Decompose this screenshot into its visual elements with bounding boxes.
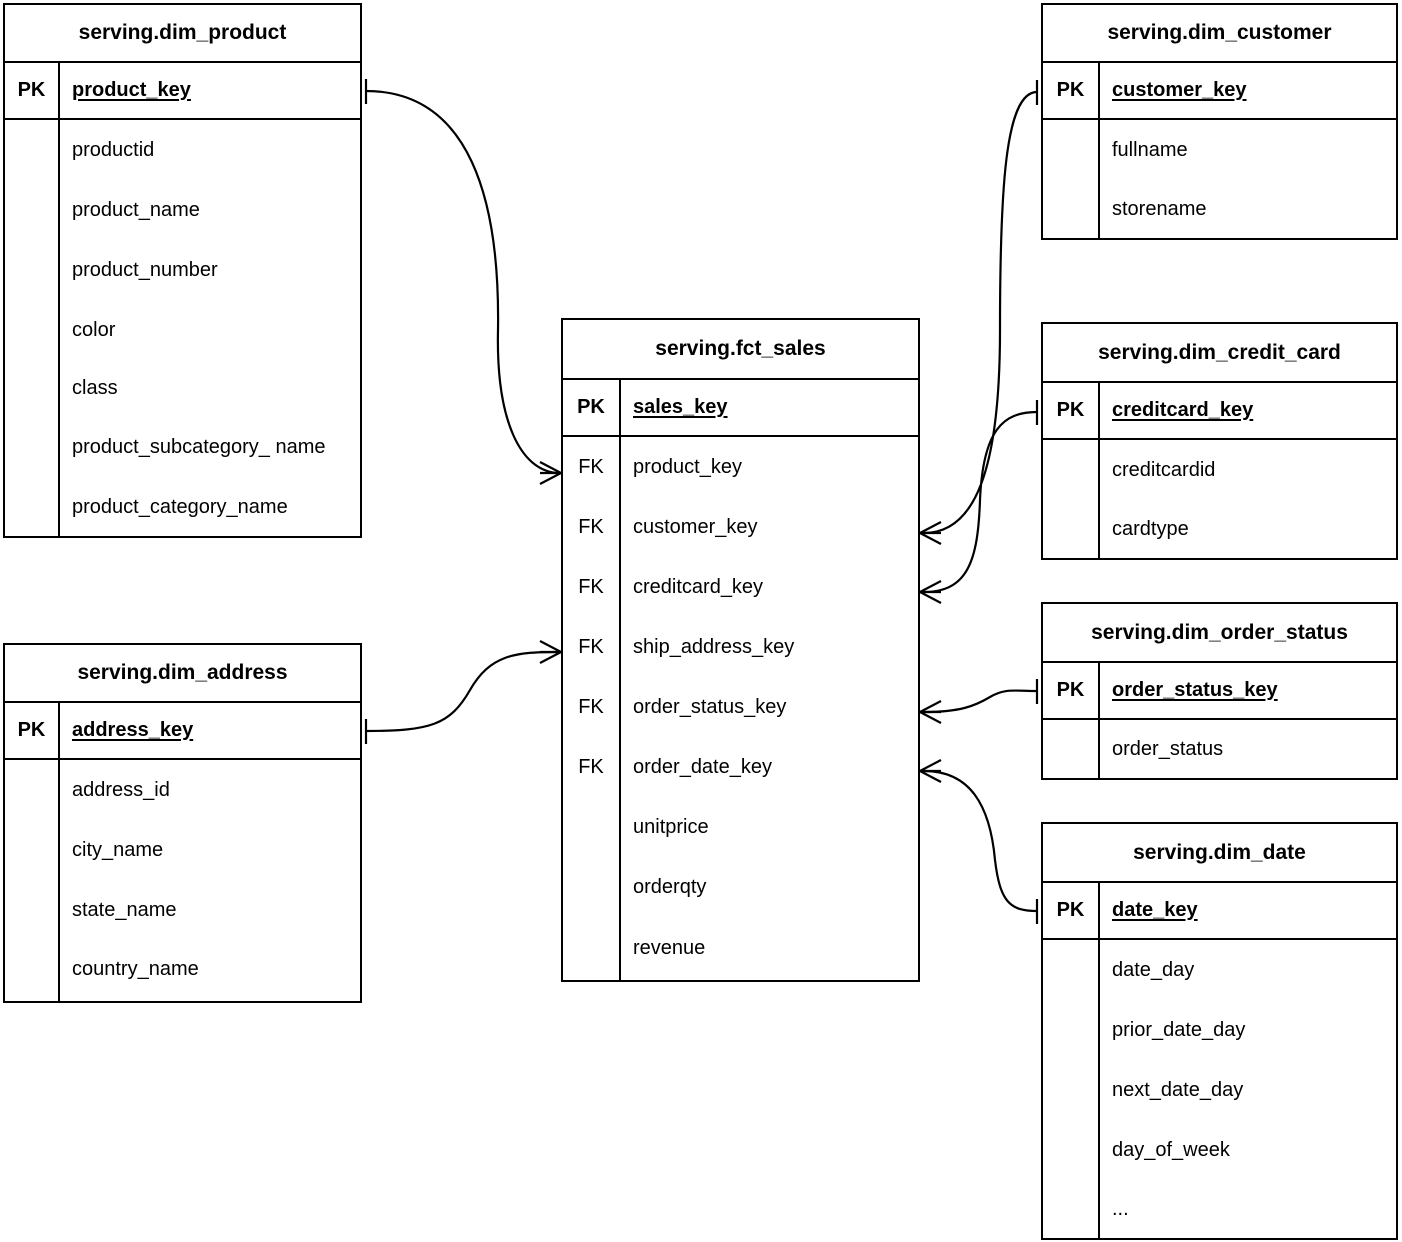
pk-row-dim-order-status: PK order_status_key [1043,663,1396,720]
fields-body-dim-credit-card: creditcardid cardtype [1043,440,1396,558]
fields-body-fct-sales: FK FK FK FK FK FK product_key customer_k… [563,437,918,980]
field-list-dim-credit-card: creditcardid cardtype [1100,440,1396,558]
key-gutter [1043,440,1100,558]
fields-body-dim-order-status: order_status [1043,720,1396,778]
pk-field-name: customer_key [1112,78,1247,101]
field-row: creditcardid [1112,458,1216,481]
table-dim-customer[interactable]: serving.dim_customer PK customer_key ful… [1041,3,1398,240]
field-row: state_name [72,898,177,921]
fk-badge: FK [578,515,604,538]
field-list-dim-customer: fullname storename [1100,120,1396,238]
pk-row-dim-credit-card: PK creditcard_key [1043,383,1396,440]
key-gutter [1043,940,1100,1238]
field-row: orderqty [633,875,707,898]
field-row: day_of_week [1112,1138,1230,1161]
field-row: product_subcategory_ name [72,435,326,458]
field-row: fullname [1112,138,1188,161]
field-row: product_key [633,455,742,478]
field-row: cardtype [1112,517,1189,540]
field-row: productid [72,138,155,161]
field-list-dim-order-status: order_status [1100,720,1396,778]
pk-badge: PK [563,380,621,435]
table-title-dim-address: serving.dim_address [5,645,360,703]
fk-badge: FK [578,695,604,718]
field-row: address_id [72,778,170,801]
field-row: date_day [1112,958,1195,981]
table-fct-sales[interactable]: serving.fct_sales PK sales_key FK FK FK … [561,318,920,982]
pk-badge: PK [1043,663,1100,718]
measure-gutter [563,797,619,980]
table-title-dim-credit-card: serving.dim_credit_card [1043,324,1396,383]
fields-body-dim-customer: fullname storename [1043,120,1396,238]
field-row: customer_key [633,515,758,538]
pk-row-dim-address: PK address_key [5,703,360,760]
key-gutter [5,120,60,536]
field-row: ... [1112,1197,1129,1220]
pk-field-name: order_status_key [1112,678,1278,701]
field-list-dim-date: date_day prior_date_day next_date_day da… [1100,940,1396,1238]
fields-body-dim-product: productid product_name product_number co… [5,120,360,536]
pk-badge: PK [1043,383,1100,438]
table-title-fct-sales: serving.fct_sales [563,320,918,380]
field-row: ship_address_key [633,635,795,658]
field-row: class [72,376,118,399]
field-row: prior_date_day [1112,1018,1246,1041]
pk-row-fct-sales: PK sales_key [563,380,918,437]
table-dim-order-status[interactable]: serving.dim_order_status PK order_status… [1041,602,1398,780]
key-gutter [5,760,60,1001]
fk-badge: FK [578,755,604,778]
table-dim-address[interactable]: serving.dim_address PK address_key addre… [3,643,362,1003]
pk-field-name: creditcard_key [1112,398,1254,421]
field-row: product_name [72,198,200,221]
relationship-date [919,759,1039,924]
relationship-credit-card [919,400,1039,604]
pk-badge: PK [1043,883,1100,938]
field-row: country_name [72,957,199,980]
fk-badge: FK [578,575,604,598]
field-row: storename [1112,197,1207,220]
pk-badge: PK [1043,63,1100,118]
fields-body-dim-address: address_id city_name state_name country_… [5,760,360,1001]
field-row: creditcard_key [633,575,764,598]
table-title-dim-product: serving.dim_product [5,5,360,63]
field-row: product_category_name [72,495,288,518]
table-title-dim-customer: serving.dim_customer [1043,5,1396,63]
field-row: order_date_key [633,755,772,778]
field-list-fct-sales: product_key customer_key creditcard_key … [621,437,918,980]
field-row: revenue [633,937,706,959]
field-row: unitprice [633,815,709,838]
fk-badge: FK [578,635,604,658]
relationship-order-status [919,679,1039,724]
key-gutter [1043,120,1100,238]
field-list-dim-address: address_id city_name state_name country_… [60,760,360,1001]
field-row: product_number [72,258,218,281]
table-title-dim-date: serving.dim_date [1043,824,1396,883]
pk-row-dim-customer: PK customer_key [1043,63,1396,120]
pk-field-name: sales_key [633,395,728,418]
field-row: city_name [72,838,164,861]
relationship-address [364,640,562,744]
fields-body-dim-date: date_day prior_date_day next_date_day da… [1043,940,1396,1238]
pk-field-name: product_key [72,78,191,101]
field-list-dim-product: productid product_name product_number co… [60,120,360,536]
table-dim-product[interactable]: serving.dim_product PK product_key produ… [3,3,362,538]
field-row: order_status [1112,737,1224,760]
fk-gutter-fct-sales: FK FK FK FK FK FK [563,437,621,980]
fk-badge: FK [578,455,604,478]
field-row: color [72,318,116,341]
pk-badge: PK [5,703,60,758]
relationship-product [364,79,562,485]
pk-row-dim-product: PK product_key [5,63,360,120]
field-row: next_date_day [1112,1078,1244,1101]
table-title-dim-order-status: serving.dim_order_status [1043,604,1396,663]
table-dim-credit-card[interactable]: serving.dim_credit_card PK creditcard_ke… [1041,322,1398,560]
relationship-customer [919,80,1039,545]
key-gutter [1043,720,1100,778]
pk-row-dim-date: PK date_key [1043,883,1396,940]
pk-field-name: date_key [1112,898,1198,921]
pk-badge: PK [5,63,60,118]
pk-field-name: address_key [72,718,194,741]
field-row: order_status_key [633,695,787,718]
table-dim-date[interactable]: serving.dim_date PK date_key date_day pr… [1041,822,1398,1240]
